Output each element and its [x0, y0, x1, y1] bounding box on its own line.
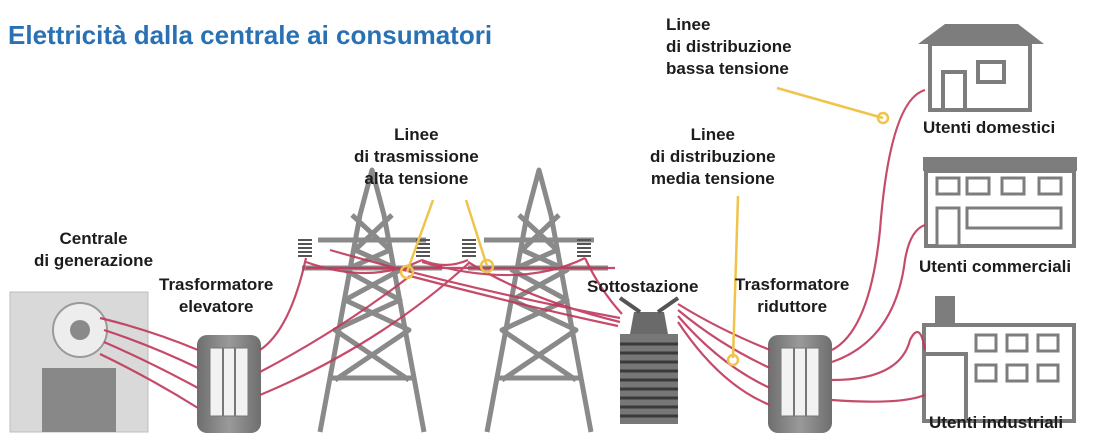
step-down-transformer-label: Trasformatore riduttore	[735, 275, 850, 316]
generation-plant-label: Centrale di generazione	[34, 229, 154, 270]
factory-icon	[922, 296, 1076, 423]
substation-transformer-icon	[618, 296, 680, 424]
substation-label: Sottostazione	[587, 277, 699, 296]
low-voltage-lines-label: Linee di distribuzione bassa tensione	[666, 15, 792, 78]
house-icon	[918, 24, 1044, 112]
step-down-transformer-icon	[768, 335, 832, 433]
step-up-transformer-icon	[197, 335, 261, 433]
power-plant-icon	[9, 291, 149, 433]
commercial-building-icon	[923, 157, 1077, 248]
step-up-transformer-label: Trasformatore elevatore	[159, 275, 274, 316]
commercial-users-label: Utenti commerciali	[919, 257, 1072, 276]
diagram-title: Elettricità dalla centrale ai consumator…	[8, 20, 493, 50]
callout-lines	[399, 86, 890, 367]
medium-voltage-lines-label: Linee di distribuzione media tensione	[650, 125, 776, 188]
power-lines	[99, 88, 927, 409]
transmission-lines-label: Linee di trasmissione alta tensione	[354, 125, 479, 188]
domestic-users-label: Utenti domestici	[923, 118, 1056, 137]
transmission-tower-icon	[302, 167, 442, 433]
industrial-users-label: Utenti industriali	[929, 413, 1064, 432]
